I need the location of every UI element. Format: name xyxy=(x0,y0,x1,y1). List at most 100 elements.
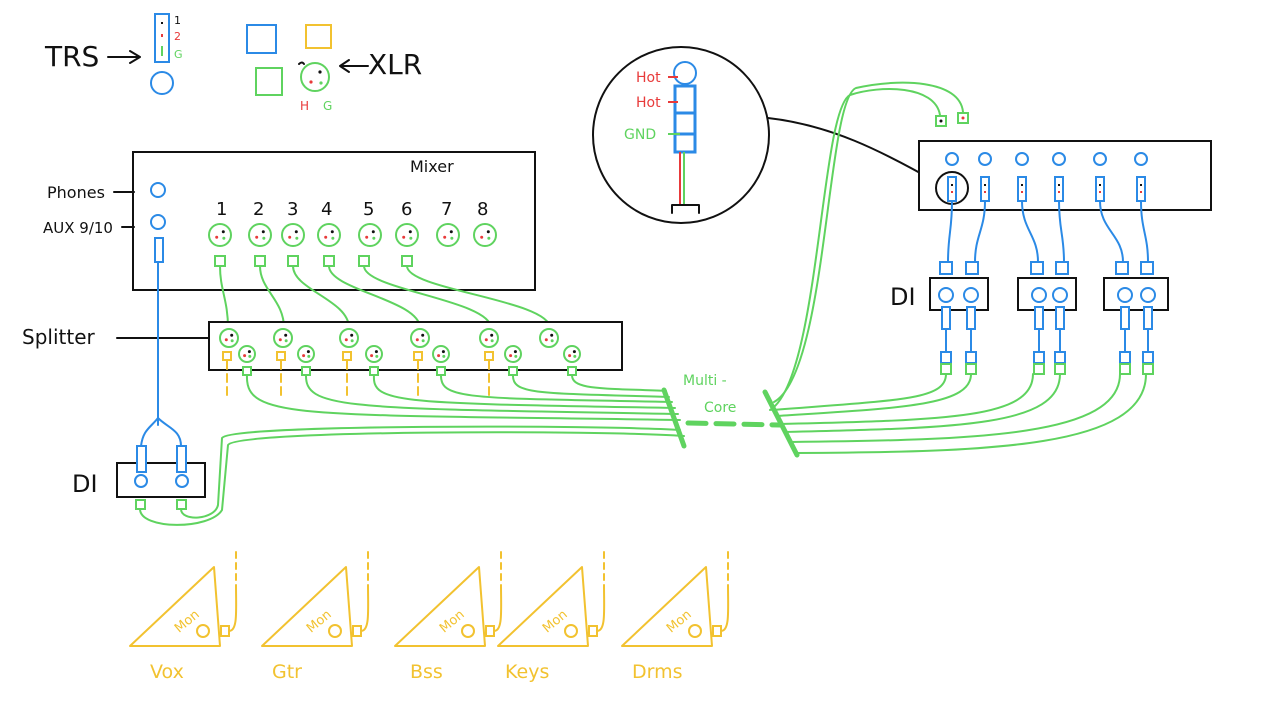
splitter-split-xlr[interactable] xyxy=(504,345,522,363)
di-right-jack[interactable] xyxy=(1117,287,1133,303)
di-right-input[interactable] xyxy=(1115,261,1129,275)
splitter-mon-out[interactable] xyxy=(413,351,423,361)
monitor-input-icon xyxy=(328,624,342,638)
di-right-jack[interactable] xyxy=(1052,287,1068,303)
monitor-jack[interactable] xyxy=(588,625,598,637)
mixer-input-plug xyxy=(323,255,335,267)
monitor-jack[interactable] xyxy=(712,625,722,637)
phones-jack[interactable] xyxy=(150,182,166,198)
xlr-legend-label: XLR xyxy=(368,48,422,81)
stagebox-to-di-cable xyxy=(1058,200,1065,263)
mixer-input-xlr[interactable] xyxy=(473,223,497,247)
monitor-jack[interactable] xyxy=(220,625,230,637)
stagebox-trs-plug-icon xyxy=(947,176,957,202)
mixer-input-xlr[interactable] xyxy=(281,223,305,247)
stage-box-outline xyxy=(918,140,1212,211)
mixer-channel-label: 6 xyxy=(401,199,412,220)
di-right-input[interactable] xyxy=(939,261,953,275)
splitter-thru-xlr[interactable] xyxy=(410,328,430,348)
di-right-input[interactable] xyxy=(1030,261,1044,275)
monitor-jack[interactable] xyxy=(352,625,362,637)
splitter-thru-xlr[interactable] xyxy=(539,328,559,348)
mixer-to-splitter-cable xyxy=(292,265,350,329)
di-right-jack[interactable] xyxy=(1140,287,1156,303)
splitter-thru-xlr[interactable] xyxy=(339,328,359,348)
stagebox-trs-plug-icon xyxy=(1017,176,1027,202)
trs-pin-1: 1 xyxy=(174,14,181,27)
splitter-mon-out[interactable] xyxy=(222,351,232,361)
di-right-out xyxy=(1142,351,1154,364)
mixer-input-xlr[interactable] xyxy=(248,223,272,247)
monitor-input-icon xyxy=(564,624,578,638)
splitter-mon-out[interactable] xyxy=(342,351,352,361)
splitter-thru-xlr[interactable] xyxy=(219,328,239,348)
stagebox-jack[interactable] xyxy=(945,152,959,166)
splitter-label: Splitter xyxy=(22,325,95,349)
monitor-wedge-icon xyxy=(261,566,353,647)
mixer-input-xlr[interactable] xyxy=(208,223,232,247)
di-left: DI xyxy=(72,261,685,526)
di-to-multicore-cable xyxy=(779,373,1034,425)
di-left-box xyxy=(116,462,206,498)
stagebox-trs-plug-icon xyxy=(1054,176,1064,202)
di-right-xlr-out[interactable] xyxy=(940,363,952,375)
mixer-channel-label: 3 xyxy=(287,199,298,220)
di-right-xlr-out[interactable] xyxy=(1142,363,1154,375)
mixer-input-xlr[interactable] xyxy=(317,223,341,247)
splitter-to-multicore-cable xyxy=(304,374,679,415)
di-right-xlr-out[interactable] xyxy=(1054,363,1066,375)
di-left-label: DI xyxy=(72,470,98,498)
stagebox-jack[interactable] xyxy=(978,152,992,166)
stagebox-trs-plug-icon xyxy=(1136,176,1146,202)
di-right-input[interactable] xyxy=(1055,261,1069,275)
mixer-to-splitter-cable xyxy=(406,265,551,329)
di-right-jack[interactable] xyxy=(938,287,954,303)
mixer-input-plug xyxy=(401,255,413,267)
di-right-xlr-out[interactable] xyxy=(965,363,977,375)
di-left-in-2[interactable] xyxy=(175,474,189,488)
di-right-trs-plug-icon xyxy=(1120,306,1130,330)
splitter-out-plug xyxy=(567,366,577,376)
splitter-mon-out[interactable] xyxy=(276,351,286,361)
splitter-split-xlr[interactable] xyxy=(563,345,581,363)
splitter-thru-xlr[interactable] xyxy=(273,328,293,348)
stagebox-ports xyxy=(945,152,1149,263)
mixer-input-xlr[interactable] xyxy=(395,223,419,247)
stagebox-trs-plug-icon xyxy=(1095,176,1105,202)
splitter-split-xlr[interactable] xyxy=(365,345,383,363)
stagebox-jack[interactable] xyxy=(1052,152,1066,166)
mixer-input-xlr[interactable] xyxy=(358,223,382,247)
trs-arrow-icon xyxy=(107,50,141,64)
aux-jack[interactable] xyxy=(150,214,166,230)
splitter-split-xlr[interactable] xyxy=(432,345,450,363)
di-left-out-2[interactable] xyxy=(176,499,187,510)
splitter-split-xlr[interactable] xyxy=(297,345,315,363)
stagebox-jack[interactable] xyxy=(1093,152,1107,166)
di-left-out-1[interactable] xyxy=(135,499,146,510)
di-right-out xyxy=(1033,351,1045,364)
di-left-plug-1-icon xyxy=(136,445,147,473)
mixer-input-xlr[interactable] xyxy=(436,223,460,247)
splitter-mon-out[interactable] xyxy=(484,351,494,361)
di-left-in-1[interactable] xyxy=(134,474,148,488)
di-right-trs-plug-icon xyxy=(941,306,951,330)
di-right-input[interactable] xyxy=(1140,261,1154,275)
splitter-split-xlr[interactable] xyxy=(238,345,256,363)
splitter-out-plug xyxy=(242,366,252,376)
mixer-input-plug xyxy=(254,255,266,267)
monitor-jack[interactable] xyxy=(485,625,495,637)
di-right-xlr-out[interactable] xyxy=(1033,363,1045,375)
di-to-multicore-cable xyxy=(775,373,972,417)
mixer-channel-label: 4 xyxy=(321,199,332,220)
splitter-thru-xlr[interactable] xyxy=(479,328,499,348)
di-right-jack[interactable] xyxy=(1031,287,1047,303)
di-right-input[interactable] xyxy=(965,261,979,275)
di-right-xlr-out[interactable] xyxy=(1119,363,1131,375)
di-right-jack[interactable] xyxy=(963,287,979,303)
stagebox-jack[interactable] xyxy=(1015,152,1029,166)
mixer-box xyxy=(132,151,536,291)
di-right-out xyxy=(965,351,977,364)
stagebox-jack[interactable] xyxy=(1134,152,1148,166)
